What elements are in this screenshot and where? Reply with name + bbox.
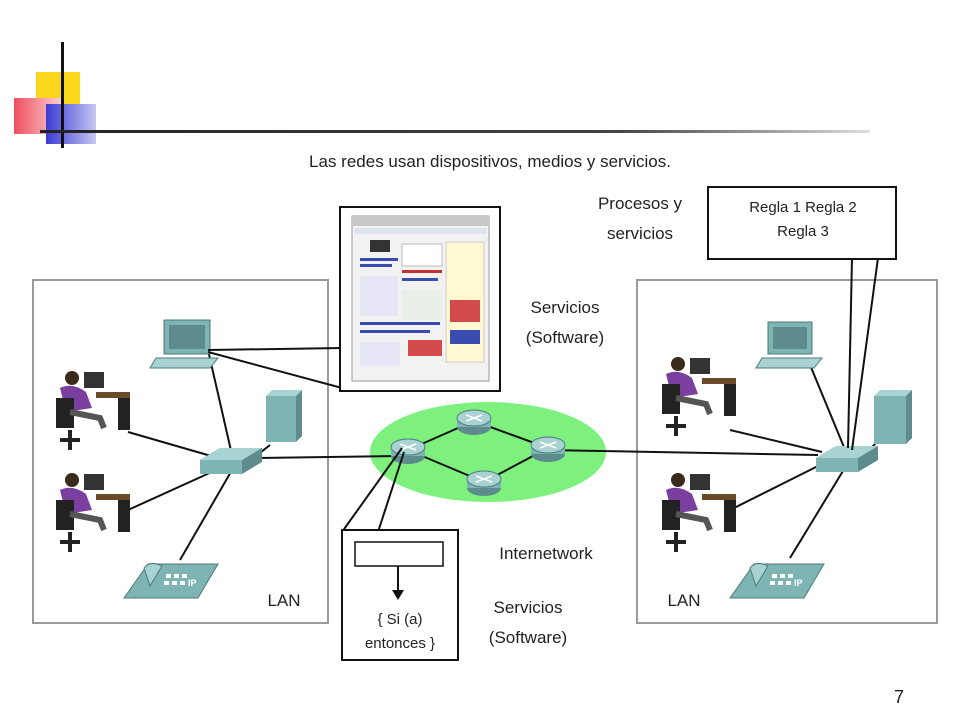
desktop-monitor-left bbox=[149, 319, 220, 369]
user-workstation-left-top bbox=[56, 371, 130, 450]
services-top-line2: (Software) bbox=[525, 328, 605, 347]
rules-callout bbox=[707, 186, 897, 451]
processes-label-line1: Procesos y bbox=[597, 194, 683, 213]
user-workstation-left-bottom bbox=[56, 473, 130, 552]
rules-label-line2: Regla 3 bbox=[777, 223, 829, 240]
server-left bbox=[266, 390, 302, 442]
internetwork-label: Internetwork bbox=[499, 544, 593, 563]
services-top-label: Servicios (Software) bbox=[505, 295, 625, 351]
ip-phone-left-badge: IP bbox=[188, 578, 197, 588]
switch-left bbox=[200, 448, 262, 474]
webpage-callout bbox=[207, 206, 501, 392]
ip-phone-right: IP bbox=[729, 562, 825, 599]
ip-phone-right-badge: IP bbox=[794, 578, 803, 588]
lan-box-left bbox=[32, 279, 329, 624]
router-north bbox=[456, 409, 492, 435]
switch-right bbox=[816, 446, 878, 472]
services-bottom-label: Servicios (Software) bbox=[468, 595, 588, 651]
server-right bbox=[874, 390, 912, 444]
services-top-line1: Servicios bbox=[530, 298, 600, 317]
accent-vertical-line bbox=[61, 42, 64, 148]
diagram-title: Las redes usan dispositivos, medios y se… bbox=[309, 152, 671, 171]
page-number: 7 bbox=[893, 687, 904, 707]
processes-label-line2: servicios bbox=[606, 224, 674, 243]
code-label: { Si (a) entonces } bbox=[342, 608, 458, 656]
rules-label-line1: Regla 1 Regla 2 bbox=[749, 199, 857, 216]
rules-label: Regla 1 Regla 2 Regla 3 bbox=[708, 196, 898, 244]
services-bottom-line2: (Software) bbox=[488, 628, 568, 647]
services-bottom-line1: Servicios bbox=[493, 598, 563, 617]
accent-horizontal-rule bbox=[40, 130, 870, 133]
code-label-line2: entonces } bbox=[364, 635, 436, 652]
router-east bbox=[530, 436, 566, 462]
lan-right-label: LAN bbox=[667, 591, 701, 610]
code-callout bbox=[341, 447, 459, 661]
lan-left-label: LAN bbox=[267, 591, 301, 610]
ip-phone-left: IP bbox=[123, 562, 219, 599]
code-label-line1: { Si (a) bbox=[377, 611, 423, 628]
desktop-monitor-right bbox=[755, 321, 824, 369]
user-workstation-right-top bbox=[662, 357, 736, 436]
router-west bbox=[390, 438, 426, 464]
router-south bbox=[466, 470, 502, 496]
user-workstation-right-bottom bbox=[662, 473, 736, 552]
internetwork-cloud bbox=[370, 402, 606, 502]
accent-square-blue bbox=[46, 104, 96, 144]
processes-label: Procesos y servicios bbox=[570, 191, 710, 247]
